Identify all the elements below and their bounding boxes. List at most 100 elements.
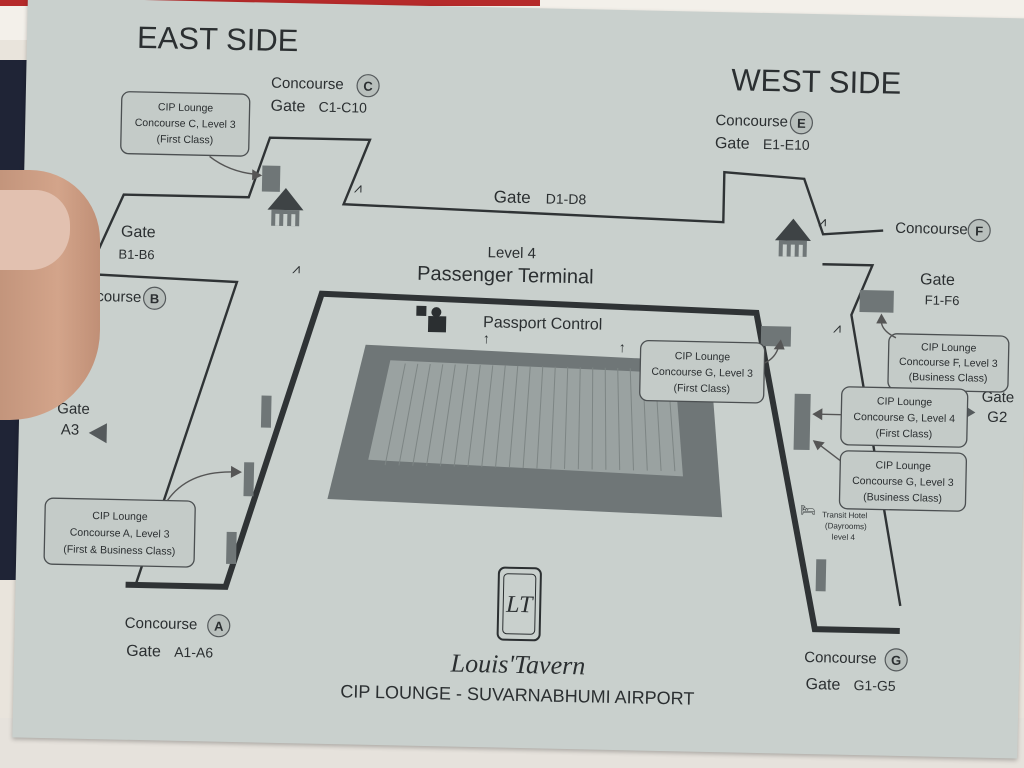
gate-g-prefix: Gate (805, 676, 840, 694)
passport-control-label: Passport Control (483, 314, 603, 333)
gate-marker (260, 395, 272, 428)
lounge-c-line1: CIP Lounge (158, 101, 214, 114)
thai-pavilion-icon (774, 218, 811, 257)
lane-line (508, 365, 519, 468)
lane-line (467, 365, 481, 467)
concourse-g-label: Concourse (804, 649, 877, 668)
lane-line (629, 368, 634, 471)
terminal-name: Passenger Terminal (417, 263, 594, 289)
east-side-heading: EAST SIDE (137, 20, 299, 58)
lane-line (495, 365, 506, 468)
concourse-b-letter: B (150, 291, 160, 306)
gate-c-range: C1-C10 (318, 99, 367, 116)
concourse-f-badge (967, 218, 991, 243)
lounge-callout-g3: CIP Lounge Concourse G, Level 3 (Busines… (812, 440, 968, 512)
lounge-a-line2: Concourse A, Level 3 (70, 527, 170, 541)
gate-a-prefix: Gate (126, 643, 161, 661)
escalator-icon: ⩘ (354, 179, 362, 195)
gate-marker (226, 531, 237, 565)
lounge-c-line3: (First Class) (157, 133, 214, 146)
concourse-a-badge (207, 614, 231, 638)
concourse-c-badge (356, 74, 380, 98)
lane-line (481, 365, 494, 468)
level-label: Level 4 (487, 244, 536, 262)
lounge-g4-line3: (First Class) (876, 427, 933, 440)
lounge-callout-a: CIP Lounge Concourse A, Level 3 (First &… (43, 465, 242, 568)
lane-line (591, 367, 594, 470)
security-hall-roof (368, 360, 683, 477)
lane-line (398, 363, 419, 466)
concourse-c-letter: C (363, 79, 373, 94)
lounge-map-card: EAST SIDE WEST SIDE Level 4 Passenger Te… (12, 0, 1024, 759)
lane-line (412, 363, 431, 466)
gate-marker (815, 559, 827, 592)
transit-hotel-line3: level 4 (832, 533, 856, 542)
gate-b-prefix: Gate (121, 224, 156, 242)
concourse-g-letter: G (891, 653, 901, 668)
gate-d-range: D1-D8 (546, 190, 587, 207)
lounge-g-marker (793, 393, 811, 451)
brand-name: Louis'Tavern (449, 649, 585, 681)
lounge-f-marker (859, 290, 894, 313)
lane-line (522, 366, 531, 469)
up-arrow-icon: ↑ (483, 330, 490, 346)
transit-hotel-line1: Transit Hotel (822, 510, 867, 520)
lane-line (550, 366, 556, 469)
gate-f-prefix: Gate (920, 271, 955, 289)
gate-f-range: F1-F6 (925, 292, 960, 308)
thumbnail (0, 190, 70, 270)
lounge-g-center-marker (760, 325, 792, 347)
transit-hotel: 🛏 Transit Hotel (Dayrooms) level 4 (800, 503, 867, 542)
lounge-g3-line1: CIP Lounge (875, 459, 931, 472)
gate-c-prefix: Gate (270, 98, 305, 116)
lounge-g3-line2: Concourse G, Level 3 (852, 475, 954, 489)
concourse-e-label: Concourse (715, 112, 788, 131)
lane-line (564, 366, 569, 469)
lounge-f-line1: CIP Lounge (921, 341, 977, 354)
thai-pavilion-icon (267, 188, 304, 227)
logo-monogram: LT (505, 592, 534, 619)
airport-map: EAST SIDE WEST SIDE Level 4 Passenger Te… (38, 20, 1015, 709)
lounge-callout-g-center: CIP Lounge Concourse G, Level 3 (First C… (639, 339, 785, 404)
lounge-g-center-line1: CIP Lounge (675, 350, 731, 363)
lane-line (439, 364, 456, 467)
lounge-f-line2: Concourse F, Level 3 (899, 356, 998, 370)
concourse-e-letter: E (797, 116, 806, 131)
concourse-a-label: Concourse (125, 615, 198, 634)
gate-e-prefix: Gate (715, 135, 750, 153)
escalator-icon: ⩘ (292, 260, 300, 276)
lounge-g-center-line2: Concourse G, Level 3 (651, 366, 753, 380)
lounge-g3-line3: (Business Class) (863, 491, 942, 505)
lane-line (604, 367, 607, 470)
lounge-callout-g4: CIP Lounge Concourse G, Level 4 (First C… (812, 386, 969, 448)
gate-d-prefix: Gate (494, 187, 531, 207)
lounge-c-marker (261, 165, 281, 192)
concourse-c-label: Concourse (271, 75, 344, 94)
lounge-callout-c: CIP Lounge Concourse C, Level 3 (First C… (120, 91, 263, 181)
lounge-a-line1: CIP Lounge (92, 510, 148, 523)
gate-g2-number: G2 (987, 409, 1007, 426)
up-arrow-icon: ↑ (619, 339, 626, 355)
gate-g-range: G1-G5 (853, 677, 896, 694)
bed-icon: 🛏 (800, 503, 816, 517)
lane-line (453, 364, 469, 467)
concourse-a-letter: A (214, 619, 224, 634)
gate-a3-prefix: Gate (57, 400, 90, 418)
lane-line (617, 367, 621, 471)
terminal-building (38, 136, 902, 634)
footer-title: CIP LOUNGE - SUVARNABHUMI AIRPORT (340, 681, 694, 708)
lane-line (536, 366, 544, 469)
west-side-heading: WEST SIDE (731, 62, 902, 101)
passport-officer-icon (416, 305, 447, 333)
gate-g2-prefix: Gate (982, 389, 1015, 407)
gate-a-range: A1-A6 (174, 644, 213, 661)
escalator-icon: ⩘ (833, 319, 841, 335)
concourse-e-badge (789, 111, 814, 135)
lane-line (384, 363, 406, 466)
lounge-g4-line2: Concourse G, Level 4 (853, 411, 955, 425)
lounge-callout-f: CIP Lounge Concourse F, Level 3 (Busines… (876, 313, 1010, 393)
lane-line (577, 367, 581, 470)
gate-b-range: B1-B6 (118, 247, 154, 263)
lane-line (426, 364, 444, 467)
lounge-markers (226, 165, 894, 592)
